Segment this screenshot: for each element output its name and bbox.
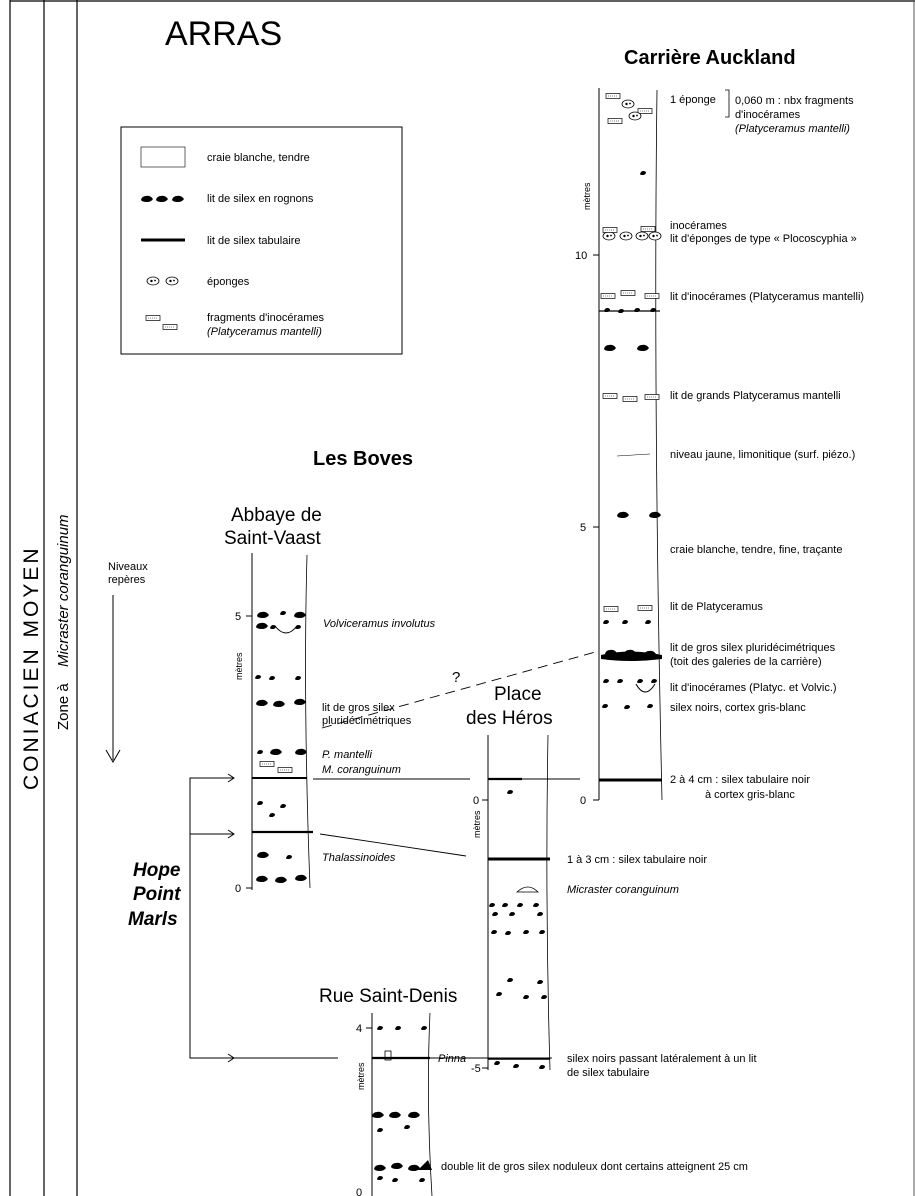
auckland-note-platy: (Platyceramus mantelli) (735, 123, 850, 135)
place-note-tabulaire: 1 à 3 cm : silex tabulaire noir (567, 854, 707, 866)
flint-nodules-icon (141, 196, 184, 202)
auckland-note-grands-platy: lit de grands Platyceramus mantelli (670, 390, 841, 402)
auckland-note-inocerames: inocérames (670, 220, 727, 232)
abbaye-note-gros-silex-2: pluridécimétriques (322, 715, 412, 727)
abbaye-note-volvic: Volviceramus involutus (323, 618, 436, 630)
auckland-title: Carrière Auckland (624, 47, 796, 69)
hope-label-3: Marls (128, 909, 178, 930)
auckland-unit: mètres (582, 182, 592, 210)
place-title-2: des Héros (466, 708, 553, 729)
section-auckland: Carrière Auckland 10 5 0 mètres 1 éponge (575, 47, 864, 807)
place-note-silex-1: silex noirs passant latéralement à un li… (567, 1053, 757, 1065)
rue-note-pinna: Pinna (438, 1053, 466, 1065)
rue-unit: mètres (356, 1062, 366, 1090)
legend-label-tabular: lit de silex tabulaire (207, 235, 301, 247)
place-note-silex-2: de silex tabulaire (567, 1067, 650, 1079)
les-boves-heading: Les Boves (313, 448, 413, 470)
legend-label-inoc: fragments d'inocérames (207, 312, 325, 324)
auckland-note-lit-inoc: lit d'inocérames (Platyceramus mantelli) (670, 291, 864, 303)
auckland-tick-5: 5 (580, 522, 586, 534)
place-unit: mètres (472, 810, 482, 838)
auckland-note-inoc: d'inocérames (735, 109, 801, 121)
hope-point-bracket (190, 774, 338, 1062)
place-title-1: Place (494, 684, 542, 705)
niveaux-label-1: Niveaux (108, 561, 148, 573)
legend-label-inoc-2: (Platyceramus mantelli) (207, 326, 322, 338)
rue-title: Rue Saint-Denis (319, 986, 457, 1007)
auckland-note-craie: craie blanche, tendre, fine, traçante (670, 544, 842, 556)
auckland-note-0060: 0,060 m : nbx fragments (735, 95, 854, 107)
rue-tick-0: 0 (356, 1187, 362, 1196)
abbaye-tick-0: 0 (235, 883, 241, 895)
auckland-note-lit-platy: lit de Platyceramus (670, 601, 763, 613)
chalk-box-icon (141, 147, 185, 167)
section-abbaye: Abbaye de Saint-Vaast 5 0 mètres Volvice… (224, 505, 436, 895)
zone-species-label: Micraster coranguinum (55, 514, 72, 667)
abbaye-unit: mètres (234, 652, 244, 680)
legend-label-sponges: éponges (207, 276, 250, 288)
auckland-tick-10: 10 (575, 250, 587, 262)
zone-label: Zone à (55, 683, 72, 730)
auckland-note-cortex: à cortex gris-blanc (705, 789, 795, 801)
abbaye-note-thalassinoides: Thalassinoides (322, 852, 396, 864)
niveaux-label-2: repères (108, 574, 146, 586)
niveaux-arrow (106, 595, 120, 762)
abbaye-tick-5: 5 (235, 611, 241, 623)
auckland-note-1-eponge: 1 éponge (670, 94, 716, 106)
legend-label-chalk: craie blanche, tendre (207, 152, 310, 164)
auckland-note-niveau-jaune: niveau jaune, limonitique (surf. piézo.) (670, 449, 855, 461)
legend-label-nodules: lit de silex en rognons (207, 193, 314, 205)
abbaye-note-gros-silex-1: lit de gros silex (322, 702, 395, 714)
auckland-note-plocoscyphia: lit d'éponges de type « Plocoscyphia » (670, 233, 857, 245)
stage-label: CONIACIEN MOYEN (20, 545, 43, 790)
place-note-micraster: Micraster coranguinum (567, 884, 679, 896)
legend: craie blanche, tendre lit de silex en ro… (121, 127, 402, 354)
auckland-note-gros-silex: lit de gros silex pluridécimétriques (670, 642, 836, 654)
rue-tick-4: 4 (356, 1023, 362, 1035)
auckland-note-platyc-volvic: lit d'inocérames (Platyc. et Volvic.) (670, 682, 837, 694)
auckland-note-silex-noirs: silex noirs, cortex gris-blanc (670, 702, 806, 714)
hope-label-1: Hope (133, 860, 181, 881)
place-tick-0: 0 (473, 795, 479, 807)
section-place: Place des Héros 0 -5 mètres 1 à 3 cm : s… (466, 684, 757, 1079)
abbaye-title-2: Saint-Vaast (224, 528, 322, 549)
auckland-note-tabulaire: 2 à 4 cm : silex tabulaire noir (670, 774, 810, 786)
abbaye-title-1: Abbaye de (231, 505, 322, 526)
auckland-tick-0: 0 (580, 795, 586, 807)
place-tick-m5: -5 (471, 1063, 481, 1075)
rue-note-double-lit: double lit de gros silex noduleux dont c… (441, 1161, 748, 1173)
hope-label-2: Point (133, 884, 181, 905)
correlation-question-mark: ? (452, 669, 460, 686)
abbaye-note-pmantelli: P. mantelli (322, 749, 372, 761)
city-title: ARRAS (165, 15, 282, 53)
auckland-note-toit: (toit des galeries de la carrière) (670, 656, 822, 668)
section-rue: Rue Saint-Denis 4 0 mètres Pinna double … (319, 986, 748, 1196)
abbaye-note-mcoranguinum: M. coranguinum (322, 764, 401, 776)
